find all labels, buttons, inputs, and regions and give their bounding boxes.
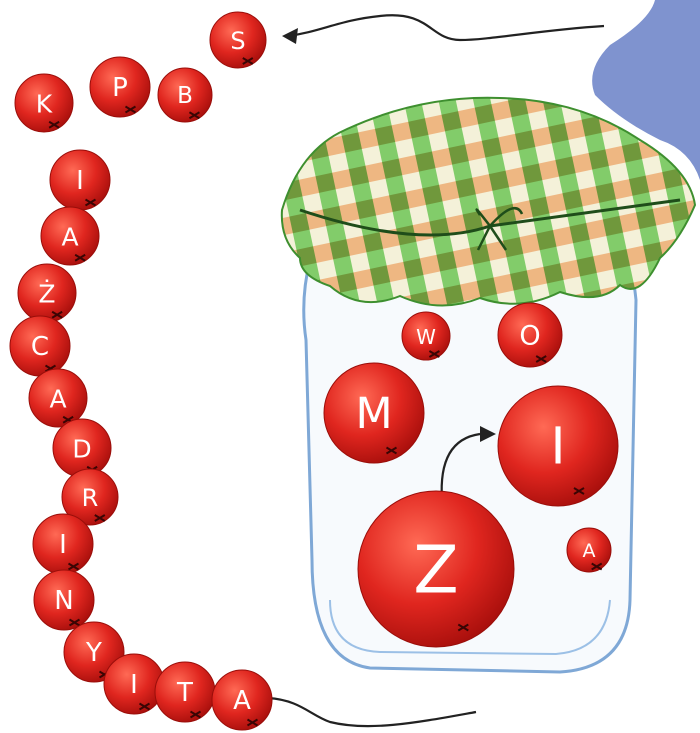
bead-letter: I xyxy=(59,530,67,560)
jar-bead: A xyxy=(566,527,612,573)
bead-stem-mark xyxy=(457,623,469,632)
bead-letter: Ż xyxy=(38,280,55,309)
bead-circle xyxy=(33,569,95,631)
bead-circle xyxy=(497,302,563,368)
bead-circle xyxy=(211,669,273,731)
bead-letter: C xyxy=(31,332,49,362)
jar-bow xyxy=(475,206,524,251)
bead-letter: A xyxy=(233,686,251,716)
jar-bead: I xyxy=(497,385,619,507)
jar-arrow-line xyxy=(440,432,481,501)
bead-circle xyxy=(157,67,213,123)
bead-letter: K xyxy=(36,90,53,119)
bead-stem-mark xyxy=(246,718,259,727)
bead-stem-mark xyxy=(51,310,63,319)
bead-stem-mark xyxy=(124,105,137,114)
chain-bead: C xyxy=(9,315,71,377)
jar-beads: W O M I Z A xyxy=(323,302,619,648)
chain-bead: P xyxy=(89,56,151,118)
chain-bead: Ż xyxy=(17,263,77,323)
jar-glass-inner xyxy=(329,599,611,656)
bead-letter: T xyxy=(176,678,193,708)
bead-letter: A xyxy=(61,223,78,252)
bead-circle xyxy=(357,490,515,648)
bead-circle xyxy=(61,468,119,526)
jar-bead: O xyxy=(497,302,563,368)
bead-circle xyxy=(40,206,100,266)
bead-circle xyxy=(28,368,88,428)
bead-stem-mark xyxy=(138,702,151,711)
bead-letter: I xyxy=(76,166,84,196)
bead-letter: R xyxy=(82,484,99,512)
jar-arrow-head-icon xyxy=(480,426,496,442)
chain-bead: I xyxy=(49,149,111,211)
bead-stem-mark xyxy=(67,562,80,571)
bead-stem-mark xyxy=(385,446,398,455)
bead-circle xyxy=(566,527,612,573)
bead-stem-mark xyxy=(94,514,106,522)
bead-letter: B xyxy=(177,83,193,109)
jar-bead: W xyxy=(401,311,451,361)
bead-letter: P xyxy=(112,73,128,103)
bead-stem-mark xyxy=(428,350,440,358)
chain-bead: A xyxy=(40,206,100,266)
chain-bead: I xyxy=(32,513,94,575)
chain-bead: S xyxy=(209,11,267,69)
chain-bead: K xyxy=(14,73,74,133)
bead-letter: A xyxy=(583,540,596,562)
chain-bead: N xyxy=(33,569,95,631)
bead-letter: I xyxy=(130,670,138,700)
arrow-head-icon xyxy=(282,28,298,44)
bead-letter: Y xyxy=(85,638,102,668)
bead-circle xyxy=(89,56,151,118)
jar-bead: Z xyxy=(357,490,515,648)
bead-letter: S xyxy=(230,27,245,55)
bead-stem-mark xyxy=(74,253,86,262)
bead-letter: Z xyxy=(413,532,458,609)
bead-stem-mark xyxy=(591,562,603,571)
bead-letter: D xyxy=(72,435,91,464)
bead-letter: W xyxy=(416,325,436,349)
bead-stem-mark xyxy=(189,710,202,719)
bead-letter: O xyxy=(519,321,540,352)
bead-stem-mark xyxy=(68,618,81,627)
chain-bead: D xyxy=(52,418,112,478)
chain-bead: A xyxy=(211,669,273,731)
jar-lid xyxy=(280,96,697,307)
bead-stem-mark xyxy=(242,57,254,65)
bead-stem-mark xyxy=(535,355,547,363)
chain-bead: I xyxy=(103,653,165,715)
jar-bead: M xyxy=(323,362,425,464)
bead-stem-mark xyxy=(84,198,97,207)
bottom-connector-line xyxy=(267,696,477,728)
chain-bead: R xyxy=(61,468,119,526)
bead-stem-mark xyxy=(188,111,200,120)
chain-bead: B xyxy=(157,67,213,123)
bead-circle xyxy=(14,73,74,133)
bead-stem-mark xyxy=(573,487,585,495)
chain-bead: T xyxy=(154,661,216,723)
bead-circle xyxy=(209,11,267,69)
bead-stem-mark xyxy=(48,120,60,129)
bead-circle xyxy=(323,362,425,464)
bead-letter: M xyxy=(355,389,392,439)
bead-circle xyxy=(401,311,451,361)
bead-letter: N xyxy=(54,586,73,616)
corner-shape xyxy=(592,0,700,180)
top-connector-line xyxy=(287,14,605,42)
bead-circle xyxy=(497,385,619,507)
chain-bead: A xyxy=(28,368,88,428)
bead-letter: A xyxy=(49,385,66,414)
bead-letter: I xyxy=(550,418,565,477)
